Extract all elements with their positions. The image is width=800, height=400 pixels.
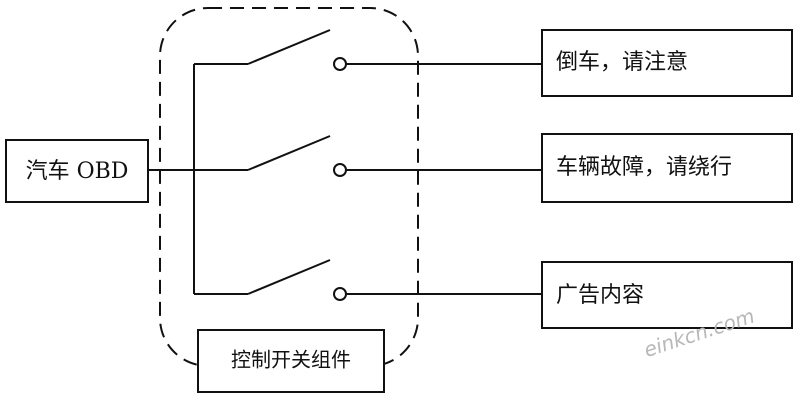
source-box — [5, 139, 149, 203]
output-2: 车辆故障，请绕行 — [541, 133, 793, 203]
switch-group-label-node: 控制开关组件 — [197, 329, 385, 393]
switch-group-label: 控制开关组件 — [231, 348, 351, 372]
switch-3-terminal — [333, 287, 347, 301]
output-1-label: 倒车，请注意 — [556, 50, 688, 75]
switch-3-blade — [247, 259, 331, 295]
switch-2-blade — [247, 135, 331, 171]
output-1-box — [541, 29, 793, 97]
switch-3 — [194, 259, 542, 301]
switch-group-label-box — [197, 329, 385, 393]
switch-2 — [194, 135, 542, 177]
source-label: 汽车 OBD — [26, 159, 129, 184]
output-1: 倒车，请注意 — [541, 29, 793, 97]
switch-group-enclosure — [159, 7, 419, 367]
output-2-box — [541, 133, 793, 203]
output-3-label: 广告内容 — [556, 283, 644, 308]
source-node: 汽车 OBD — [5, 139, 149, 203]
output-2-label: 车辆故障，请绕行 — [556, 155, 732, 180]
output-3-box — [541, 261, 793, 329]
switch-1 — [194, 29, 542, 71]
switch-1-blade — [247, 29, 331, 65]
output-3: 广告内容 — [541, 261, 793, 329]
switch-1-terminal — [333, 57, 347, 71]
switch-2-terminal — [333, 163, 347, 177]
